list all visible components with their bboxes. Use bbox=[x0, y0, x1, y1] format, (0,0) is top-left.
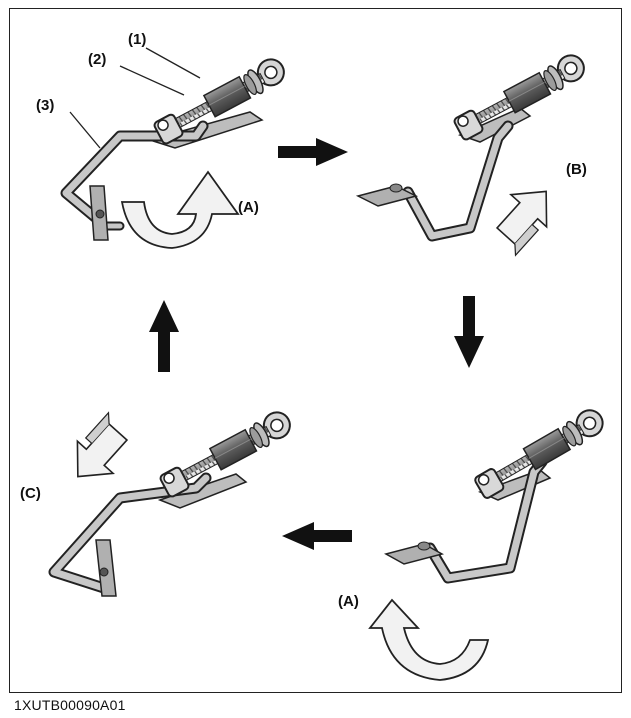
push-arrow-b bbox=[482, 174, 565, 259]
panel-3-assembly bbox=[384, 404, 609, 584]
panel-2-assembly bbox=[355, 49, 590, 242]
rotation-arrow-a-top bbox=[120, 170, 240, 249]
panel-1-assembly bbox=[60, 53, 290, 241]
label-a-bottom: (A) bbox=[338, 593, 359, 610]
leader-lines bbox=[69, 47, 201, 149]
flow-arrow-up bbox=[149, 300, 179, 372]
label-b: (B) bbox=[566, 161, 587, 178]
label-1: (1) bbox=[128, 31, 146, 48]
figure-caption: 1XUTB00090A01 bbox=[14, 697, 126, 713]
rotation-arrow-a-bottom bbox=[368, 598, 490, 681]
figure-frame bbox=[9, 8, 622, 693]
pull-arrow-c bbox=[59, 409, 142, 494]
panel-4-assembly bbox=[48, 406, 296, 597]
label-a-top: (A) bbox=[238, 199, 259, 216]
label-3: (3) bbox=[36, 97, 54, 114]
flow-arrow-right bbox=[278, 138, 348, 166]
flow-arrow-down bbox=[454, 296, 484, 368]
label-2: (2) bbox=[88, 51, 106, 68]
label-c: (C) bbox=[20, 485, 41, 502]
flow-arrow-left bbox=[282, 522, 352, 550]
